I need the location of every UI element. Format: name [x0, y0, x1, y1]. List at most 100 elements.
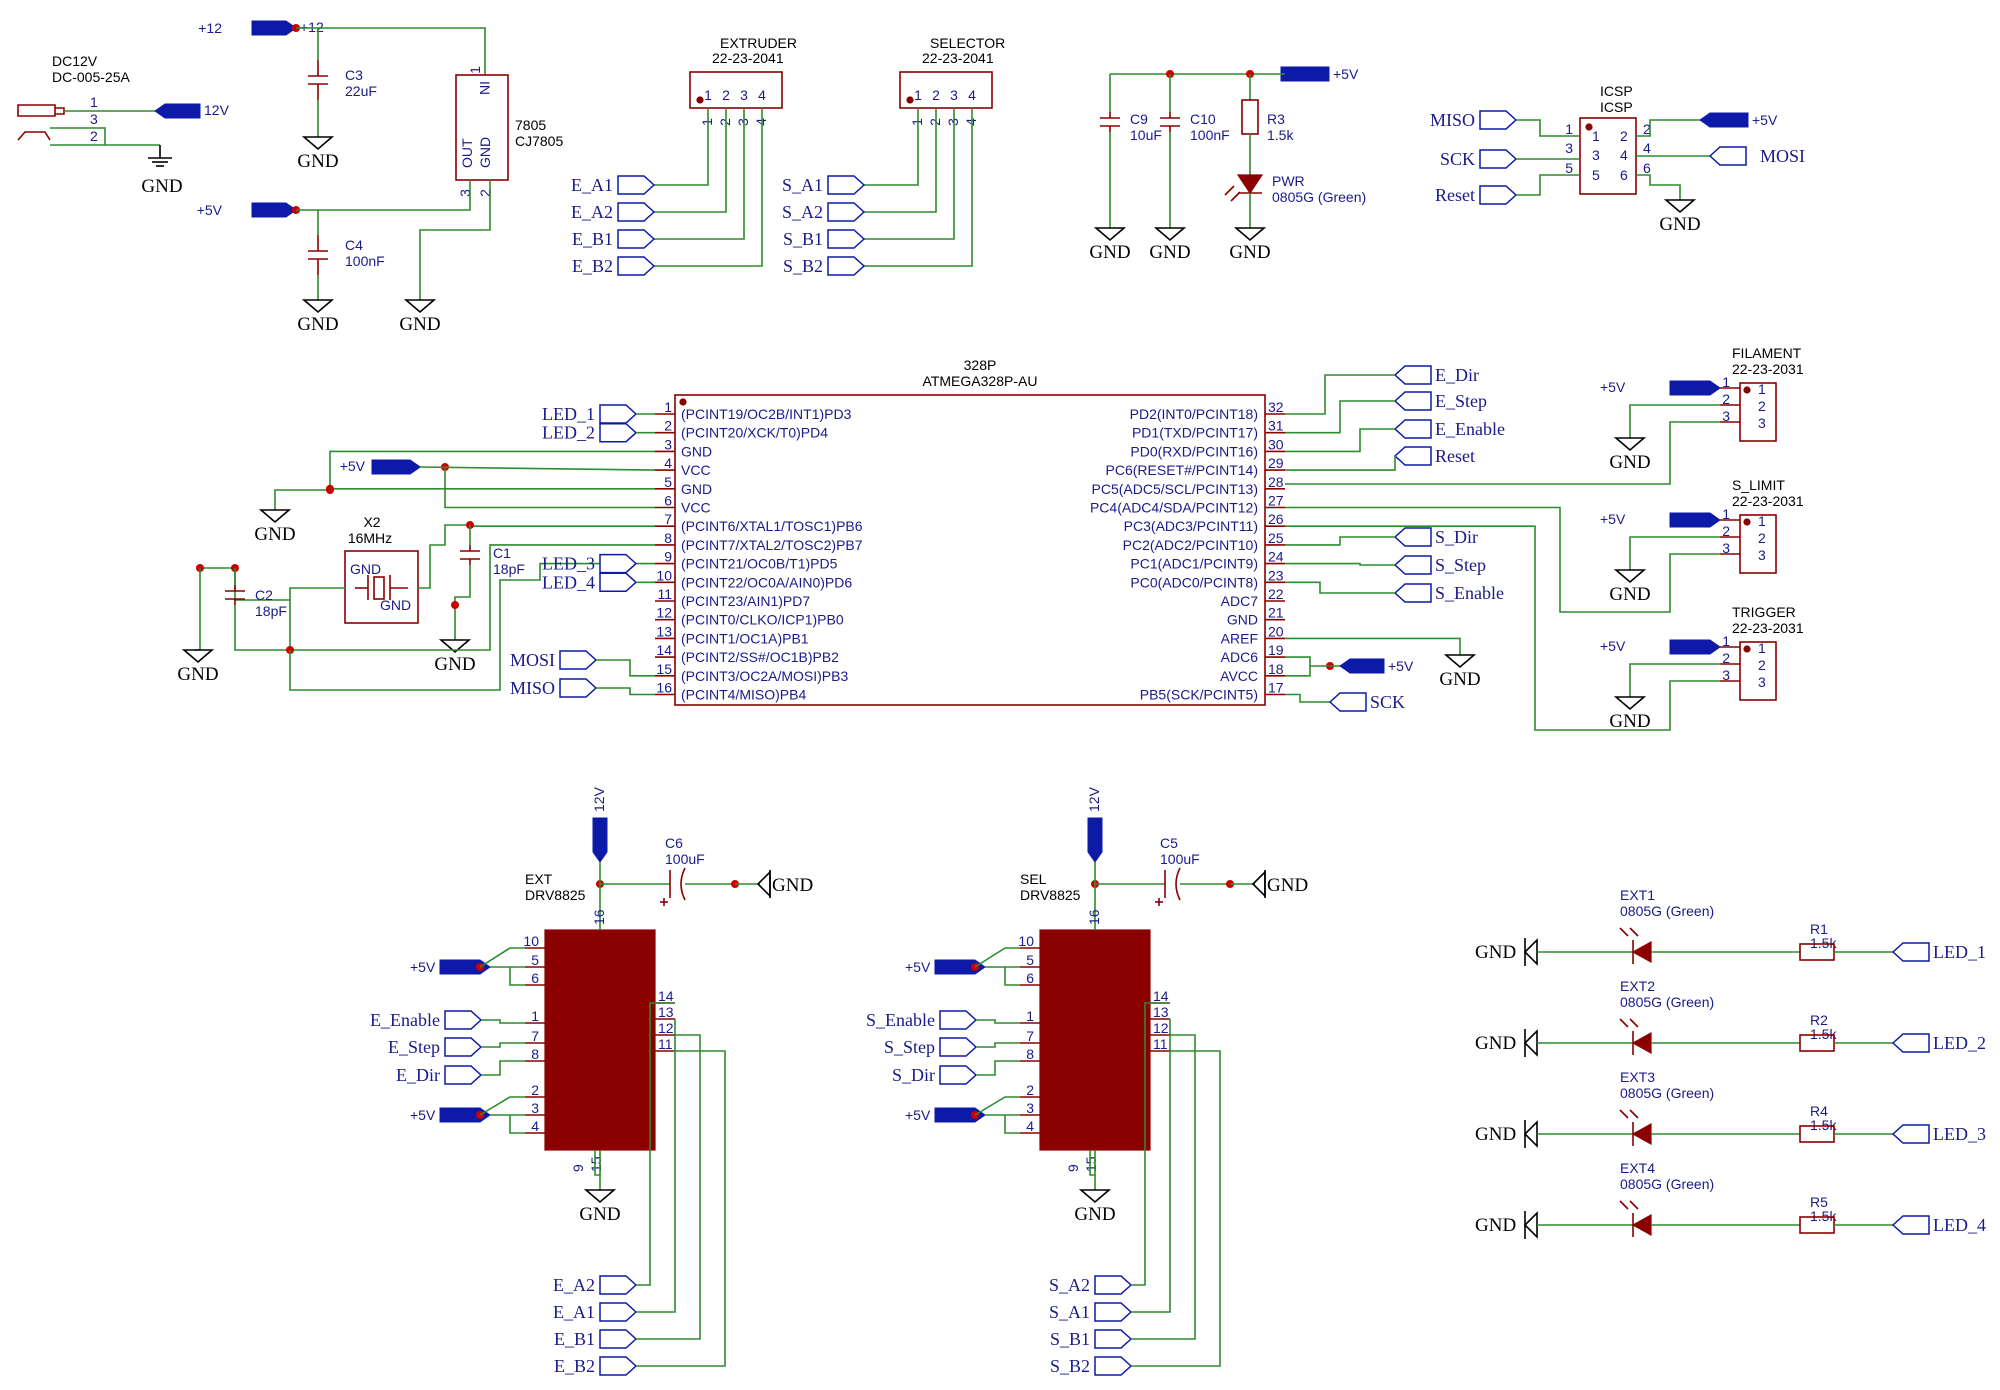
wire	[864, 108, 937, 213]
driver-pin: 2	[531, 1082, 539, 1098]
net-label	[1891, 1215, 1930, 1235]
pin-number: 17	[1268, 680, 1284, 696]
header-body	[1739, 382, 1777, 442]
header-pin: 1	[1722, 633, 1730, 649]
pin-number: 2	[664, 418, 672, 434]
pin-number: 30	[1268, 436, 1284, 452]
wire	[636, 1019, 676, 1313]
capacitor-plate	[1175, 867, 1181, 901]
ground-label: GND	[1229, 242, 1270, 263]
capacitor-plate	[680, 867, 686, 901]
wire	[1285, 581, 1395, 594]
ground-symbol	[1523, 1211, 1538, 1239]
pin-number: 32	[1268, 399, 1284, 415]
header-body	[689, 71, 783, 109]
driver-pin: 11	[658, 1036, 673, 1052]
pin-name: (PCINT2/SS#/OC1B)PB2	[681, 649, 839, 665]
icsp-pin: 6	[1643, 160, 1651, 176]
pin-name: PC3(ADC3/PCINT11)	[1124, 518, 1258, 534]
icsp-title: ICSP	[1600, 83, 1633, 99]
crystal-body	[344, 550, 419, 624]
wire	[195, 568, 201, 651]
jack-pin: 3	[90, 111, 98, 127]
power-flag	[1087, 817, 1103, 863]
led-ref: EXT4	[1620, 1160, 1655, 1176]
power-flag	[934, 1107, 986, 1123]
net-label-text: Reset	[1435, 185, 1475, 205]
regulator-body	[455, 74, 509, 181]
wire	[1131, 1002, 1170, 1286]
driver-part: DRV8825	[525, 887, 586, 903]
pin-name: PD1(TXD/PCINT17)	[1132, 425, 1258, 441]
led-diode	[1631, 1031, 1652, 1055]
wire	[974, 1096, 1020, 1116]
pin-name: AREF	[1221, 630, 1258, 646]
power-flag-label: 12V	[1086, 786, 1102, 812]
jack-ref: DC12V	[52, 53, 98, 69]
net-label-text: E_Enable	[370, 1010, 440, 1030]
led-rays	[1224, 185, 1241, 202]
pin-name: PC5(ADC5/SCL/PCINT13)	[1092, 481, 1259, 497]
header-pin: 2	[717, 118, 733, 126]
pin-number: 19	[1268, 642, 1284, 658]
pin-number: 24	[1268, 549, 1284, 565]
net-label-text: E_Step	[388, 1037, 440, 1057]
net-label-text: SCK	[1440, 149, 1475, 169]
header-title: SELECTOR	[930, 35, 1005, 51]
led-diode	[1631, 1122, 1652, 1146]
c2-ref: C2	[255, 587, 273, 603]
ground-symbol	[1153, 227, 1187, 242]
net-label	[1479, 149, 1518, 169]
wire	[1629, 404, 1720, 438]
net-label-text: MOSI	[510, 650, 555, 670]
net-label	[939, 1037, 978, 1057]
icsp-pin: 2	[1620, 128, 1628, 144]
header-pin: 1	[909, 118, 925, 126]
resistor-ref: R4	[1810, 1103, 1828, 1119]
pin-name: GND	[681, 443, 712, 459]
net-label	[1891, 1124, 1930, 1144]
wire	[654, 108, 727, 213]
pin1-marker	[1743, 645, 1751, 653]
wire	[444, 467, 655, 509]
wire	[1285, 456, 1396, 471]
net-label-text: E_Step	[1435, 391, 1487, 411]
ground-label: GND	[1089, 242, 1130, 263]
pin-name: GND	[1227, 612, 1258, 628]
net-label	[599, 1356, 638, 1376]
wire	[1285, 428, 1395, 453]
pin-name: (PCINT6/XTAL1/TOSC1)PB6	[681, 518, 863, 534]
junction-dot	[451, 601, 459, 609]
net-label-text: E_A1	[571, 175, 613, 195]
wire	[1131, 1050, 1221, 1367]
power-flag	[251, 20, 297, 36]
cap-ref: C5	[1160, 835, 1178, 851]
icsp-pin: 1	[1592, 128, 1600, 144]
power-flag	[1699, 112, 1749, 128]
net-label	[827, 229, 866, 249]
ground-symbol	[1613, 569, 1647, 584]
wire	[296, 180, 471, 211]
power-flag-label: +5V	[410, 1107, 436, 1123]
driver-pin: 11	[1153, 1036, 1168, 1052]
c1-val: 18pF	[493, 561, 525, 577]
pin-number: 25	[1268, 530, 1284, 546]
pin-number: 14	[656, 642, 672, 658]
wire	[1636, 119, 1700, 137]
net-label	[599, 1275, 638, 1295]
led-rays	[1619, 1200, 1639, 1210]
mcu-body	[674, 394, 1266, 706]
pin-number: 16	[656, 680, 672, 696]
header-pin: 2	[1758, 530, 1766, 546]
power-flag-label: +5V	[197, 202, 223, 218]
pin-name: PC0(ADC0/PCINT8)	[1130, 574, 1258, 590]
xtal-val: 16MHz	[348, 530, 392, 546]
net-label-text: S_B1	[783, 229, 823, 249]
led-rays	[1619, 927, 1639, 937]
header-part: 22-23-2031	[1732, 620, 1804, 636]
driver-pin: 15	[588, 1156, 604, 1172]
header-pin: 2	[1722, 523, 1730, 539]
pin-name: (PCINT21/OC0B/T1)PD5	[681, 556, 838, 572]
resistor-r3	[1241, 99, 1259, 135]
